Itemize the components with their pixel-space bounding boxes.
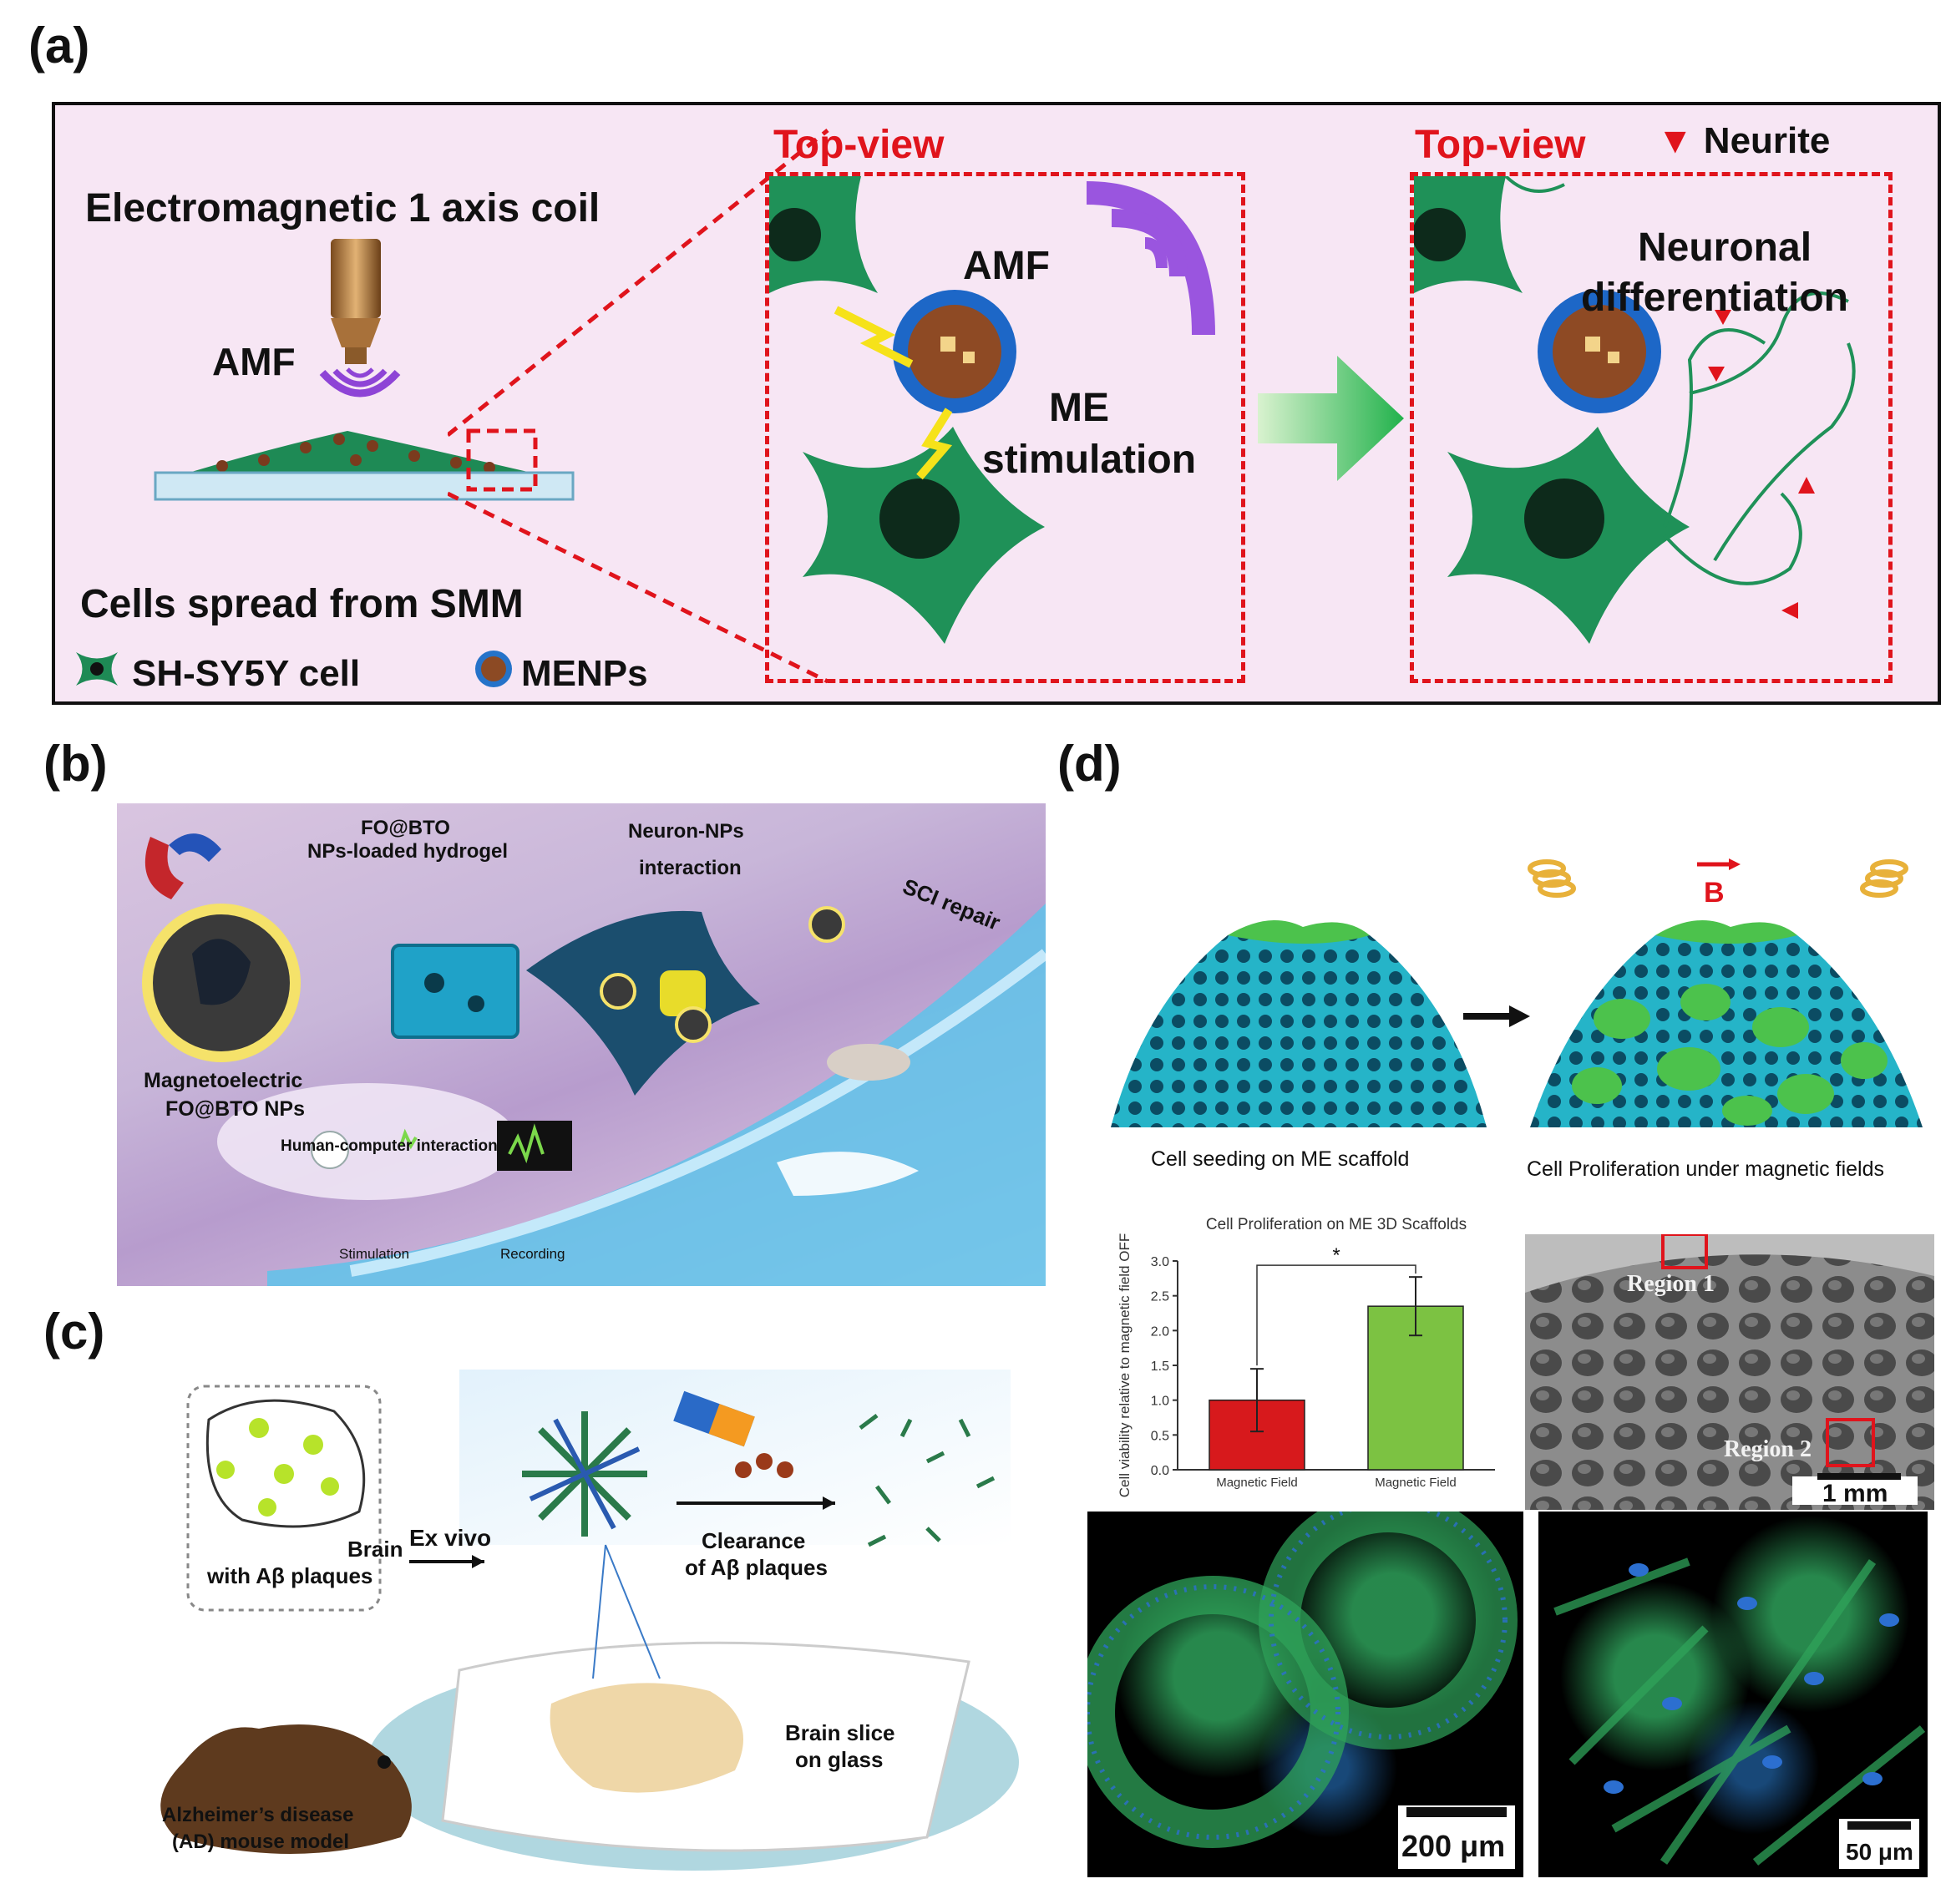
ad-label-1: Alzheimer’s disease	[162, 1804, 354, 1826]
scaffold-proliferation-illustration	[1528, 858, 1923, 1127]
y-tick-label: 1.0	[1151, 1395, 1169, 1409]
panel-b-illustration: FO@BTO NPs-loaded hydrogel Neuron-NPs in…	[117, 803, 1046, 1286]
y-tick-label: 1.5	[1151, 1360, 1169, 1374]
brain-slice-label-2: on glass	[795, 1747, 884, 1772]
me-label: ME	[1049, 386, 1109, 430]
panel-c-illustration: Brain with Aβ plaques Ex vivo Clearance …	[92, 1370, 1044, 1879]
transition-arrow	[1258, 356, 1404, 481]
scale-1mm-label: 1 mm	[1822, 1480, 1888, 1507]
brain-slice-label-1: Brain slice	[785, 1720, 895, 1745]
b-field-label: B	[1704, 877, 1725, 909]
topview-box-2: Neuronal differentiation	[1410, 172, 1893, 683]
fo-bto-label-2: NPs-loaded hydrogel	[307, 840, 509, 863]
proliferation-bar-chart: Cell Proliferation on ME 3D Scaffolds 0.0…	[1117, 1216, 1495, 1498]
fluorescence-right-texture	[1553, 1557, 1926, 1869]
stimulation-small-label: Stimulation	[339, 1246, 410, 1262]
neurite-legend: ▼ Neurite	[1657, 120, 1830, 162]
fluorescence-image-left: 200 μm	[1087, 1512, 1523, 1877]
neuronal-label: Neuronal	[1638, 225, 1812, 270]
y-axis-label: Cell viability relative to magnetic fiel…	[1117, 1233, 1133, 1498]
ad-label-2: (AD) mouse model	[172, 1831, 350, 1853]
panel-c-scene	[160, 1370, 1019, 1871]
clearance-label-2: of Aβ plaques	[685, 1555, 828, 1580]
fluorescence-left-texture	[1087, 1512, 1518, 1869]
amf-label-mid: AMF	[963, 244, 1050, 288]
amf-label-left: AMF	[212, 340, 296, 383]
hci-label: Human-computer interaction	[281, 1137, 498, 1155]
region-2-label: Region 2	[1724, 1436, 1812, 1462]
neurite-legend-label: Neurite	[1703, 120, 1831, 161]
y-tick-label: 0.5	[1151, 1429, 1169, 1443]
topview-box-1: AMF ME stimulation	[765, 172, 1245, 683]
fo-bto-label-1: FO@BTO	[361, 817, 450, 839]
sh-sy5y-cell-icon	[76, 652, 118, 686]
seeding-caption: Cell seeding on ME scaffold	[1151, 1147, 1410, 1171]
zoom-lines	[448, 129, 829, 684]
neuron-np-label-1: Neuron-NPs	[628, 820, 744, 843]
sem-image: Region 1 Region 2 1 mm	[1525, 1234, 1934, 1510]
scaffold-arrow	[1463, 1005, 1530, 1027]
cells-spread-label: Cells spread from SMM	[80, 582, 524, 626]
significance-bracket	[1256, 1264, 1416, 1366]
proliferation-caption: Cell Proliferation under magnetic fields	[1527, 1157, 1884, 1181]
panel-c-letter: (c)	[43, 1304, 105, 1360]
y-tick-label: 2.5	[1151, 1290, 1169, 1304]
magnetoelectric-label-1: Magnetoelectric	[144, 1069, 303, 1092]
amf-waves-icon	[319, 367, 401, 398]
y-tick-label: 3.0	[1151, 1255, 1169, 1269]
sem-texture	[1525, 1234, 1934, 1510]
stimulation-label: stimulation	[982, 438, 1197, 482]
neurite-arrow-icon: ▼	[1657, 120, 1694, 161]
coil-label: Electromagnetic 1 axis coil	[85, 186, 600, 230]
coil-icon	[331, 239, 381, 364]
panel-b-letter: (b)	[43, 736, 108, 792]
legend-cell-label: SH-SY5Y cell	[132, 653, 361, 694]
scaffold-seeding-illustration	[1111, 920, 1487, 1127]
region-1-label: Region 1	[1627, 1271, 1715, 1297]
panel-a-schematic: Electromagnetic 1 axis coil AMF Cells sp…	[52, 102, 1941, 705]
differentiation-label: differentiation	[1581, 276, 1848, 320]
x-tick-label: Magnetic Field	[1375, 1476, 1457, 1490]
brain-label-2: with Aβ plaques	[207, 1563, 373, 1588]
y-tick-label: 0.0	[1151, 1464, 1169, 1478]
stimulation-cells-illustration	[769, 176, 1215, 644]
fluorescence-image-right: 50 μm	[1538, 1512, 1928, 1877]
panel-a-letter: (a)	[28, 18, 90, 73]
topview-label-2: Top-view	[1415, 123, 1586, 167]
legend-np-label: MENPs	[521, 653, 648, 694]
significance-star: *	[1332, 1244, 1340, 1267]
brain-label-1: Brain	[347, 1537, 403, 1562]
chart-title: Cell Proliferation on ME 3D Scaffolds	[1206, 1216, 1467, 1233]
x-tick-label: Magnetic Field	[1216, 1476, 1298, 1490]
ex-vivo-label: Ex vivo	[409, 1525, 492, 1551]
topview-label-1: Top-view	[773, 123, 945, 167]
y-tick-label: 2.0	[1151, 1324, 1169, 1339]
differentiation-illustration	[1414, 176, 1856, 644]
menp-icon	[475, 651, 512, 687]
panel-b-scene	[142, 833, 1046, 1286]
neuron-np-label-2: interaction	[639, 857, 742, 879]
panel-d-letter: (d)	[1057, 736, 1122, 792]
scale-50-label: 50 μm	[1846, 1839, 1913, 1865]
clearance-label-1: Clearance	[702, 1528, 806, 1553]
magnetoelectric-label-2: FO@BTO NPs	[165, 1097, 305, 1121]
recording-small-label: Recording	[500, 1246, 565, 1262]
scale-200-label: 200 μm	[1401, 1829, 1506, 1863]
substrate-with-cells	[154, 428, 575, 501]
